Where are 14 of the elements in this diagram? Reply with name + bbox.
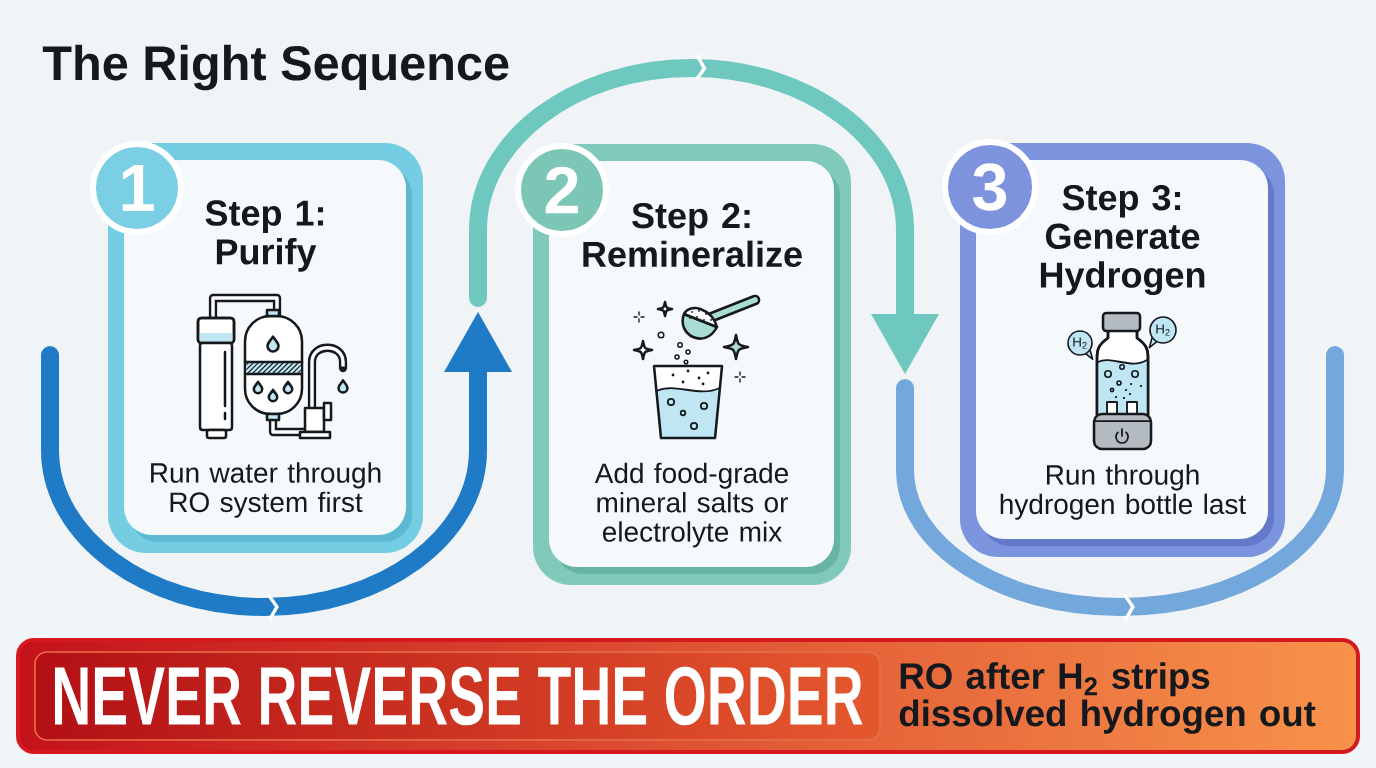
step-heading: Step 1: Purify — [205, 200, 324, 272]
title: The Right Sequence — [42, 44, 509, 91]
step-description: Run through hydrogen bottle last — [1000, 464, 1246, 520]
step-description: Run water through RO system first — [151, 462, 381, 518]
step-card — [533, 144, 851, 585]
number-badge: 1 — [90, 141, 184, 235]
step-heading: Step 3: Generate Hydrogen — [1040, 184, 1205, 296]
speech-bubble: H$_{2}$ — [1148, 316, 1177, 349]
speech-bubble: H$_{2}$ — [1067, 330, 1094, 360]
number-badge: 2 — [515, 143, 609, 237]
number-badge: 3 — [942, 139, 1038, 235]
step-description: Add food-grade mineral salts or electrolyte mix — [594, 462, 788, 548]
banner-note: RO after H$_{2}$ strips dissolved hydrogen out — [899, 662, 1316, 734]
warning-panel: NEVER REVERSE THE ORDER — [34, 651, 881, 741]
